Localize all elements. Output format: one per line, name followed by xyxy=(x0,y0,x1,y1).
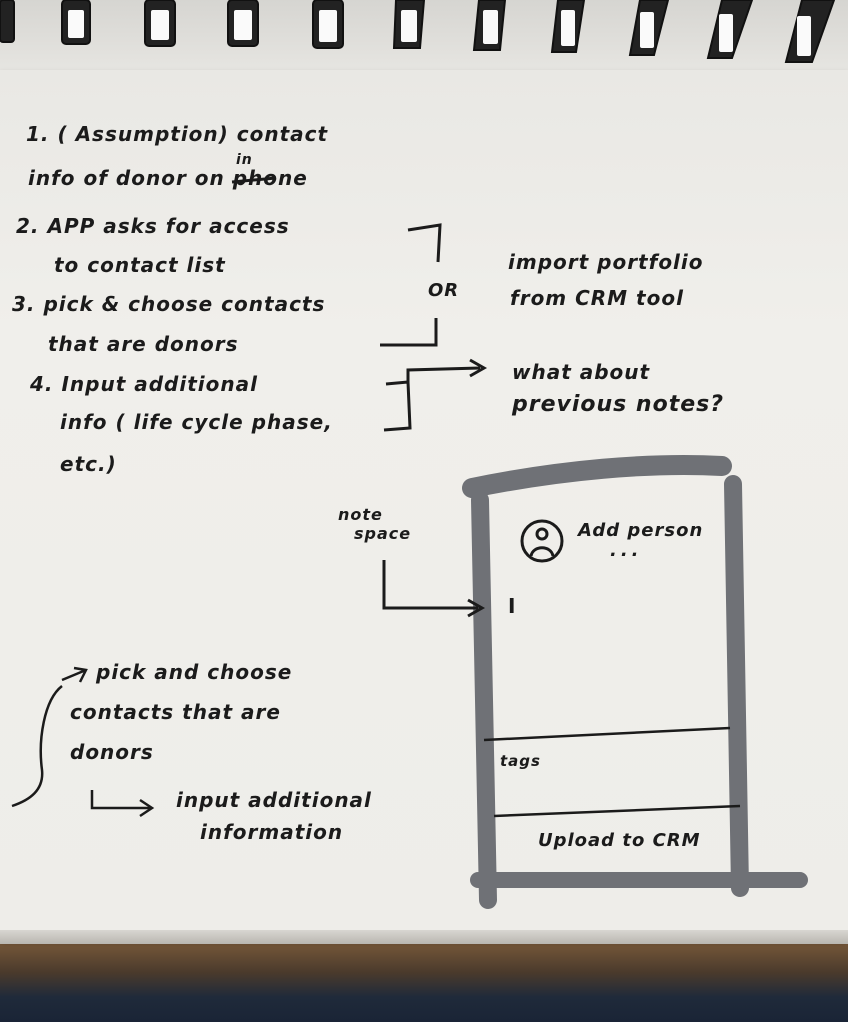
bracket-top xyxy=(407,223,442,263)
note-space-label-line1: note xyxy=(338,505,383,524)
phone-left-edge xyxy=(471,491,497,909)
previous-notes-line2: previous notes? xyxy=(512,392,725,417)
step1-line1: 1. ( Assumption) contact xyxy=(26,122,329,146)
person-icon xyxy=(520,519,564,563)
previous-notes-line1: what about xyxy=(512,360,651,384)
spiral-hole xyxy=(719,14,733,52)
arrow-head xyxy=(467,598,486,618)
spiral-holes xyxy=(68,10,811,56)
text-cursor-mark: I xyxy=(508,594,517,618)
notebook-page xyxy=(0,70,848,938)
flow-line1: pick and choose xyxy=(96,660,293,684)
step4-line2: info ( life cycle phase, xyxy=(60,410,333,434)
step1-insert-mark: in xyxy=(236,152,253,168)
add-person-label: Add person xyxy=(578,520,704,541)
step3-line2: that are donors xyxy=(48,332,239,356)
arrow-head xyxy=(469,358,488,378)
upload-to-crm-label: Upload to CRM xyxy=(538,830,701,851)
arrow-head xyxy=(139,798,155,818)
import-line1: import portfolio xyxy=(508,250,704,274)
step4-line1: 4. Input additional xyxy=(30,372,258,396)
flow-curly-bracket xyxy=(11,685,63,808)
tags-divider-top xyxy=(483,726,731,742)
or-label: OR xyxy=(428,280,460,301)
spiral-ring xyxy=(0,0,15,43)
spiral-hole xyxy=(234,10,252,40)
step3-line1: 3. pick & choose contacts xyxy=(12,292,326,316)
step2-line1: 2. APP asks for access xyxy=(16,214,290,238)
arrow-to-previous-notes xyxy=(406,366,481,382)
phone-top-edge xyxy=(462,455,732,498)
tags-divider-bottom xyxy=(493,804,741,818)
tags-label: tags xyxy=(500,752,541,770)
flow-arrow-2 xyxy=(90,790,150,810)
spiral-hole xyxy=(68,10,84,38)
spiral-hole xyxy=(483,10,498,44)
flow-line3: donors xyxy=(70,740,154,764)
flow-line4: input additional xyxy=(176,788,372,812)
note-space-label-line2: space xyxy=(354,524,412,543)
import-line2: from CRM tool xyxy=(510,286,684,310)
strikethrough-mark xyxy=(231,176,277,184)
spiral-hole xyxy=(640,12,654,48)
spiral-hole xyxy=(319,10,337,42)
table-surface xyxy=(0,940,848,1022)
bracket-step4 xyxy=(383,380,412,432)
bracket-bottom xyxy=(380,318,438,347)
note-space-arrow xyxy=(382,560,478,610)
flow-line5: information xyxy=(200,820,344,844)
phone-wireframe xyxy=(462,455,808,909)
step1-line2: info of donor on phone xyxy=(28,166,308,190)
step4-line3: etc.) xyxy=(60,452,117,476)
spiral-hole xyxy=(561,10,575,46)
step2-line2: to contact list xyxy=(54,253,226,277)
spiral-hole xyxy=(401,10,417,42)
spiral-hole xyxy=(797,16,811,56)
flow-arrow-1 xyxy=(61,666,88,683)
ellipsis-mark: ... xyxy=(610,540,643,561)
notebook-page-edge xyxy=(0,930,848,944)
flow-line2: contacts that are xyxy=(70,700,281,724)
phone-right-edge xyxy=(724,475,749,897)
spiral-hole xyxy=(151,10,169,40)
